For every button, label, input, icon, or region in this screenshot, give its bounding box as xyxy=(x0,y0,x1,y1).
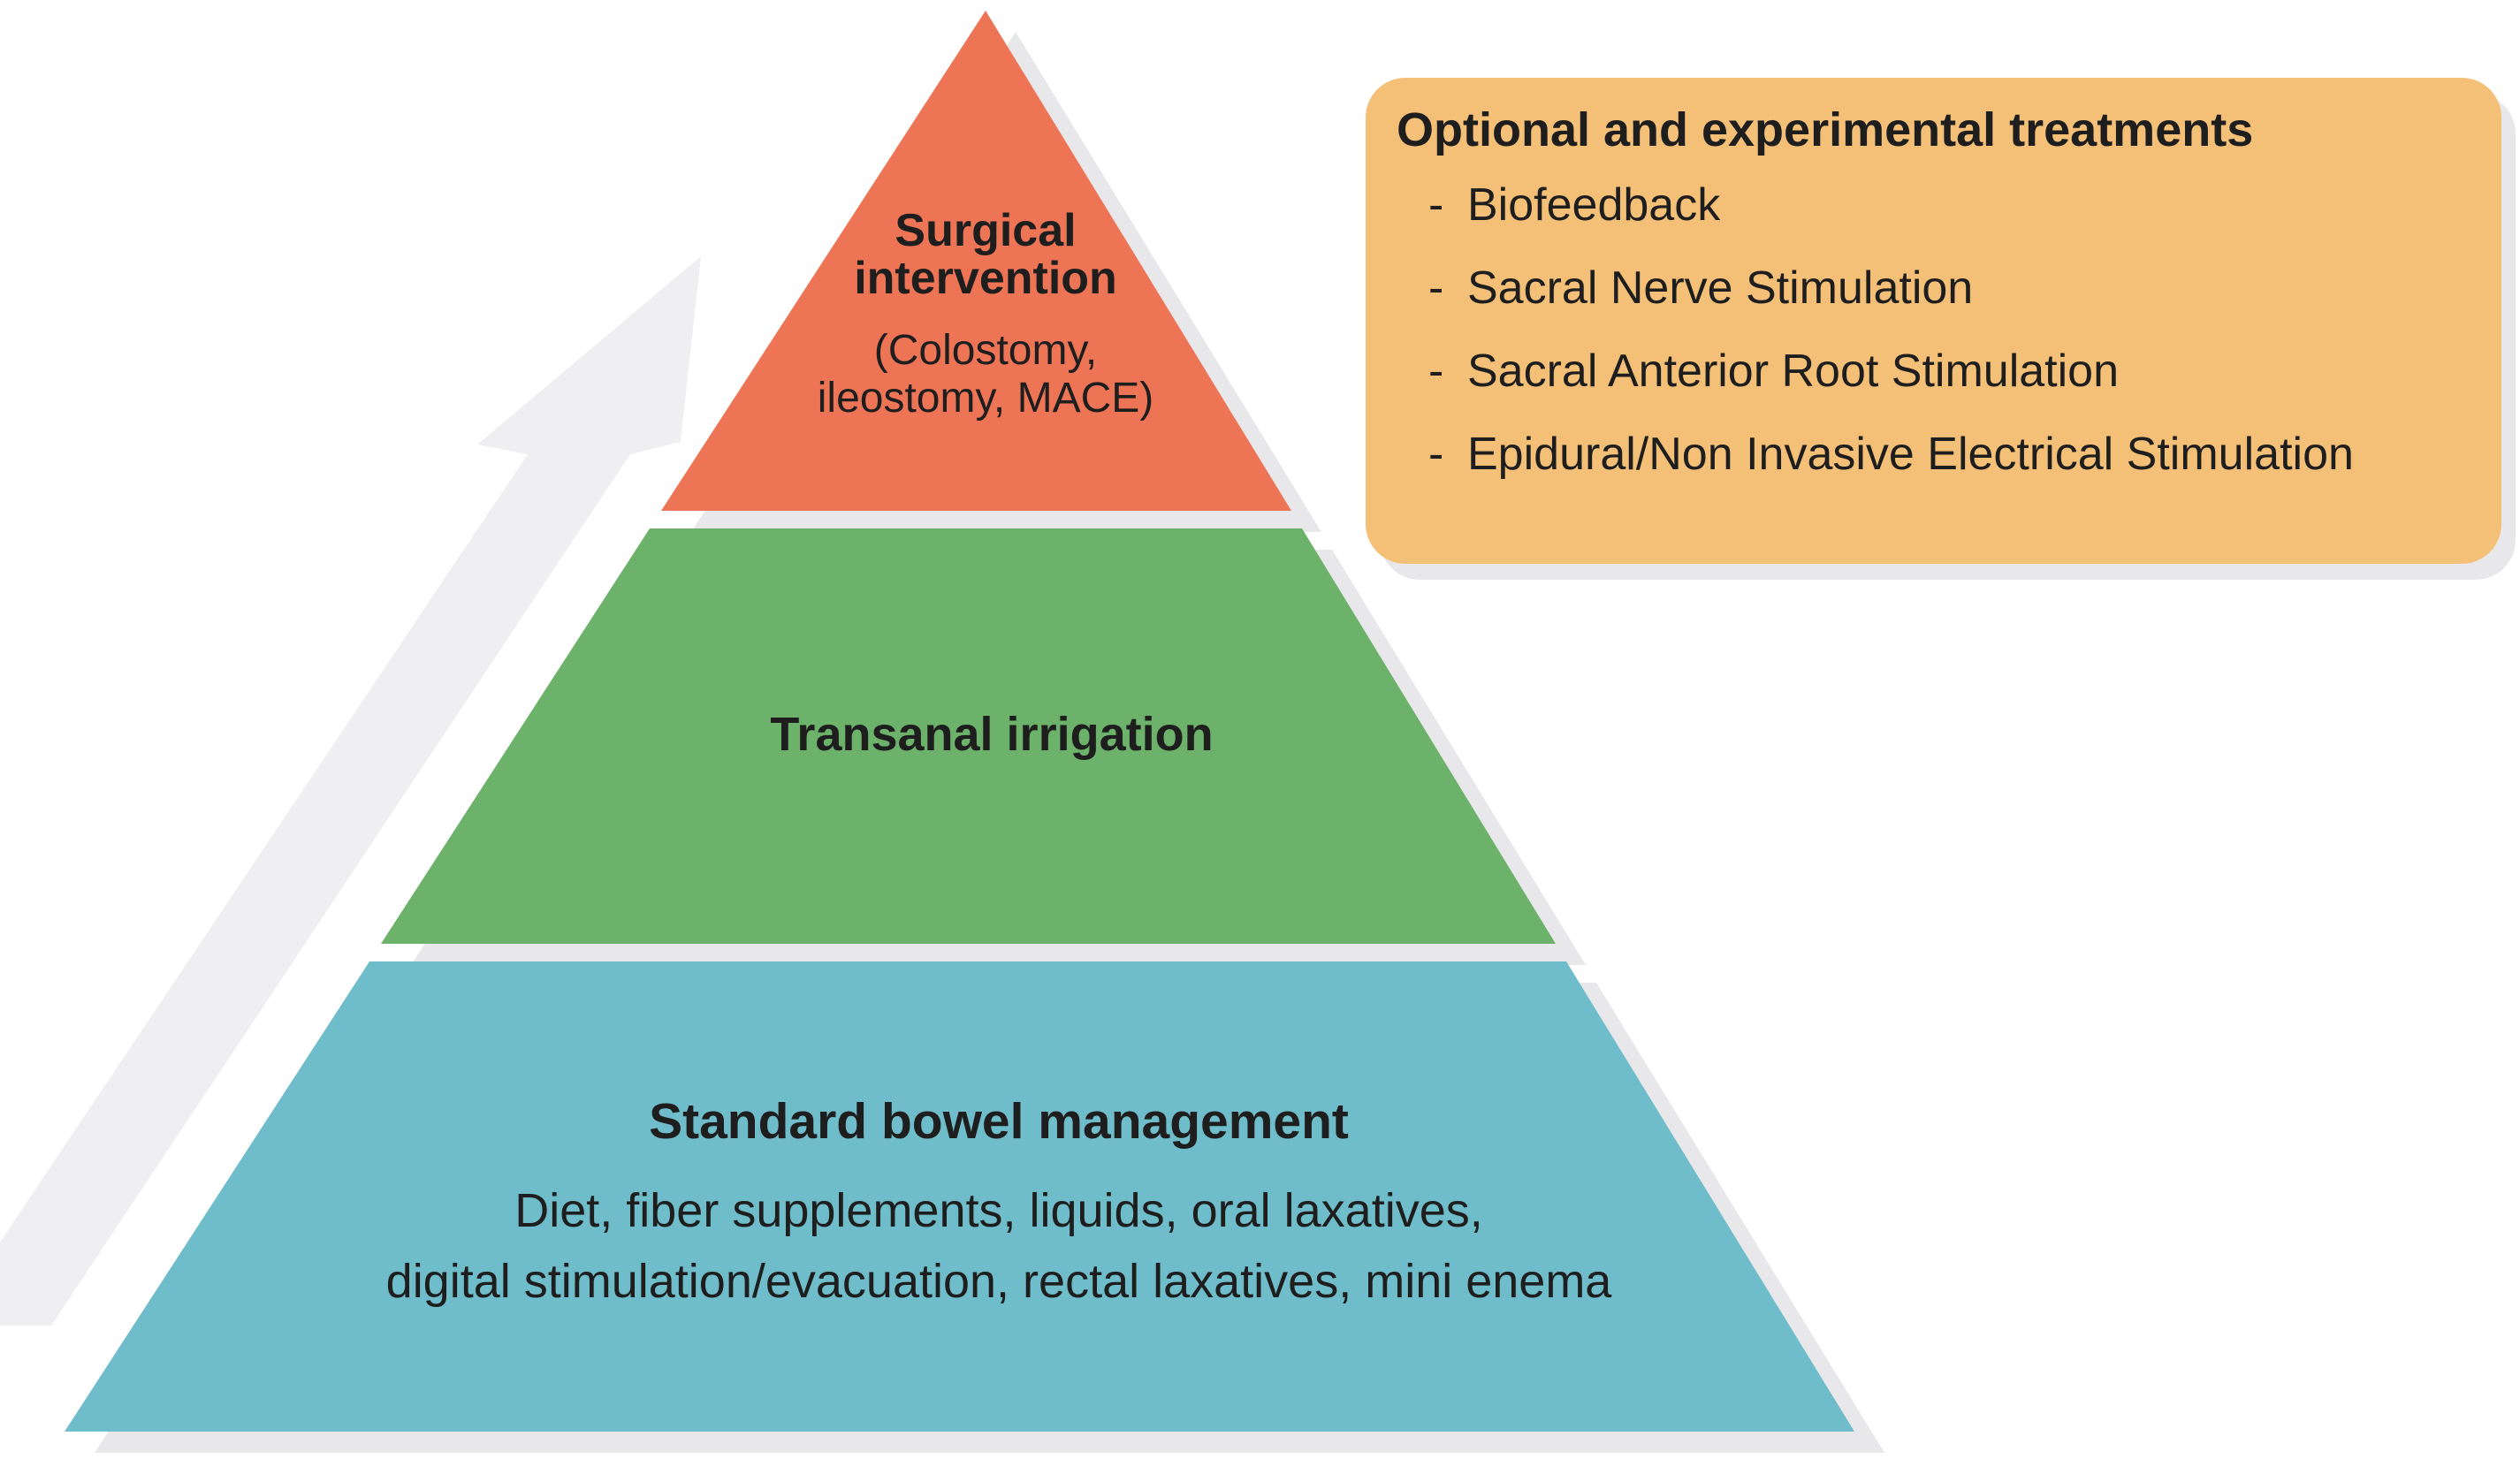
tier-surgical-title-line2: intervention xyxy=(854,253,1117,304)
callout-item-label: Epidural/Non Invasive Electrical Stimula… xyxy=(1467,429,2354,480)
dash-bullet: - xyxy=(1428,179,1444,231)
callout-item-label: Sacral Anterior Root Stimulation xyxy=(1467,346,2120,397)
callout-list: - Biofeedback - Sacral Nerve Stimulation… xyxy=(1428,180,2354,479)
tier-standard-subtitle: Diet, fiber supplements, liquids, oral l… xyxy=(386,1175,1612,1317)
tier-surgical-title: Surgical intervention xyxy=(854,207,1117,302)
tier-standard-subtitle-line2: digital stimulation/evacuation, rectal l… xyxy=(385,1255,1612,1308)
callout-title: Optional and experimental treatments xyxy=(1397,103,2254,156)
tier-surgical-subtitle-line1: (Colostomy, xyxy=(873,327,1098,374)
dash-bullet: - xyxy=(1428,346,1444,397)
callout-box-shape xyxy=(1366,78,2501,564)
ascending-arrow-icon xyxy=(0,256,701,1326)
tier-standard-title: Standard bowel management xyxy=(649,1093,1349,1150)
tier-surgical-title-line1: Surgical xyxy=(895,205,1077,256)
tier-standard-subtitle-line1: Diet, fiber supplements, liquids, oral l… xyxy=(514,1184,1483,1237)
callout-item-label: Sacral Nerve Stimulation xyxy=(1467,262,1974,314)
list-item: - Biofeedback xyxy=(1428,180,2354,230)
dash-bullet: - xyxy=(1428,262,1444,314)
tier-surgical-shape xyxy=(661,11,1291,511)
dash-bullet: - xyxy=(1428,429,1444,480)
list-item: - Sacral Anterior Root Stimulation xyxy=(1428,346,2354,396)
tier-transanal-title: Transanal irrigation xyxy=(770,708,1214,761)
list-item: - Epidural/Non Invasive Electrical Stimu… xyxy=(1428,429,2354,479)
callout-item-label: Biofeedback xyxy=(1467,179,1721,231)
tier-standard-shape xyxy=(65,961,1854,1432)
tier-surgical-subtitle-line2: ileostomy, MACE) xyxy=(817,375,1154,422)
tier-transanal-shape xyxy=(381,528,1556,944)
list-item: - Sacral Nerve Stimulation xyxy=(1428,263,2354,313)
tier-surgical-subtitle: (Colostomy, ileostomy, MACE) xyxy=(818,327,1154,422)
